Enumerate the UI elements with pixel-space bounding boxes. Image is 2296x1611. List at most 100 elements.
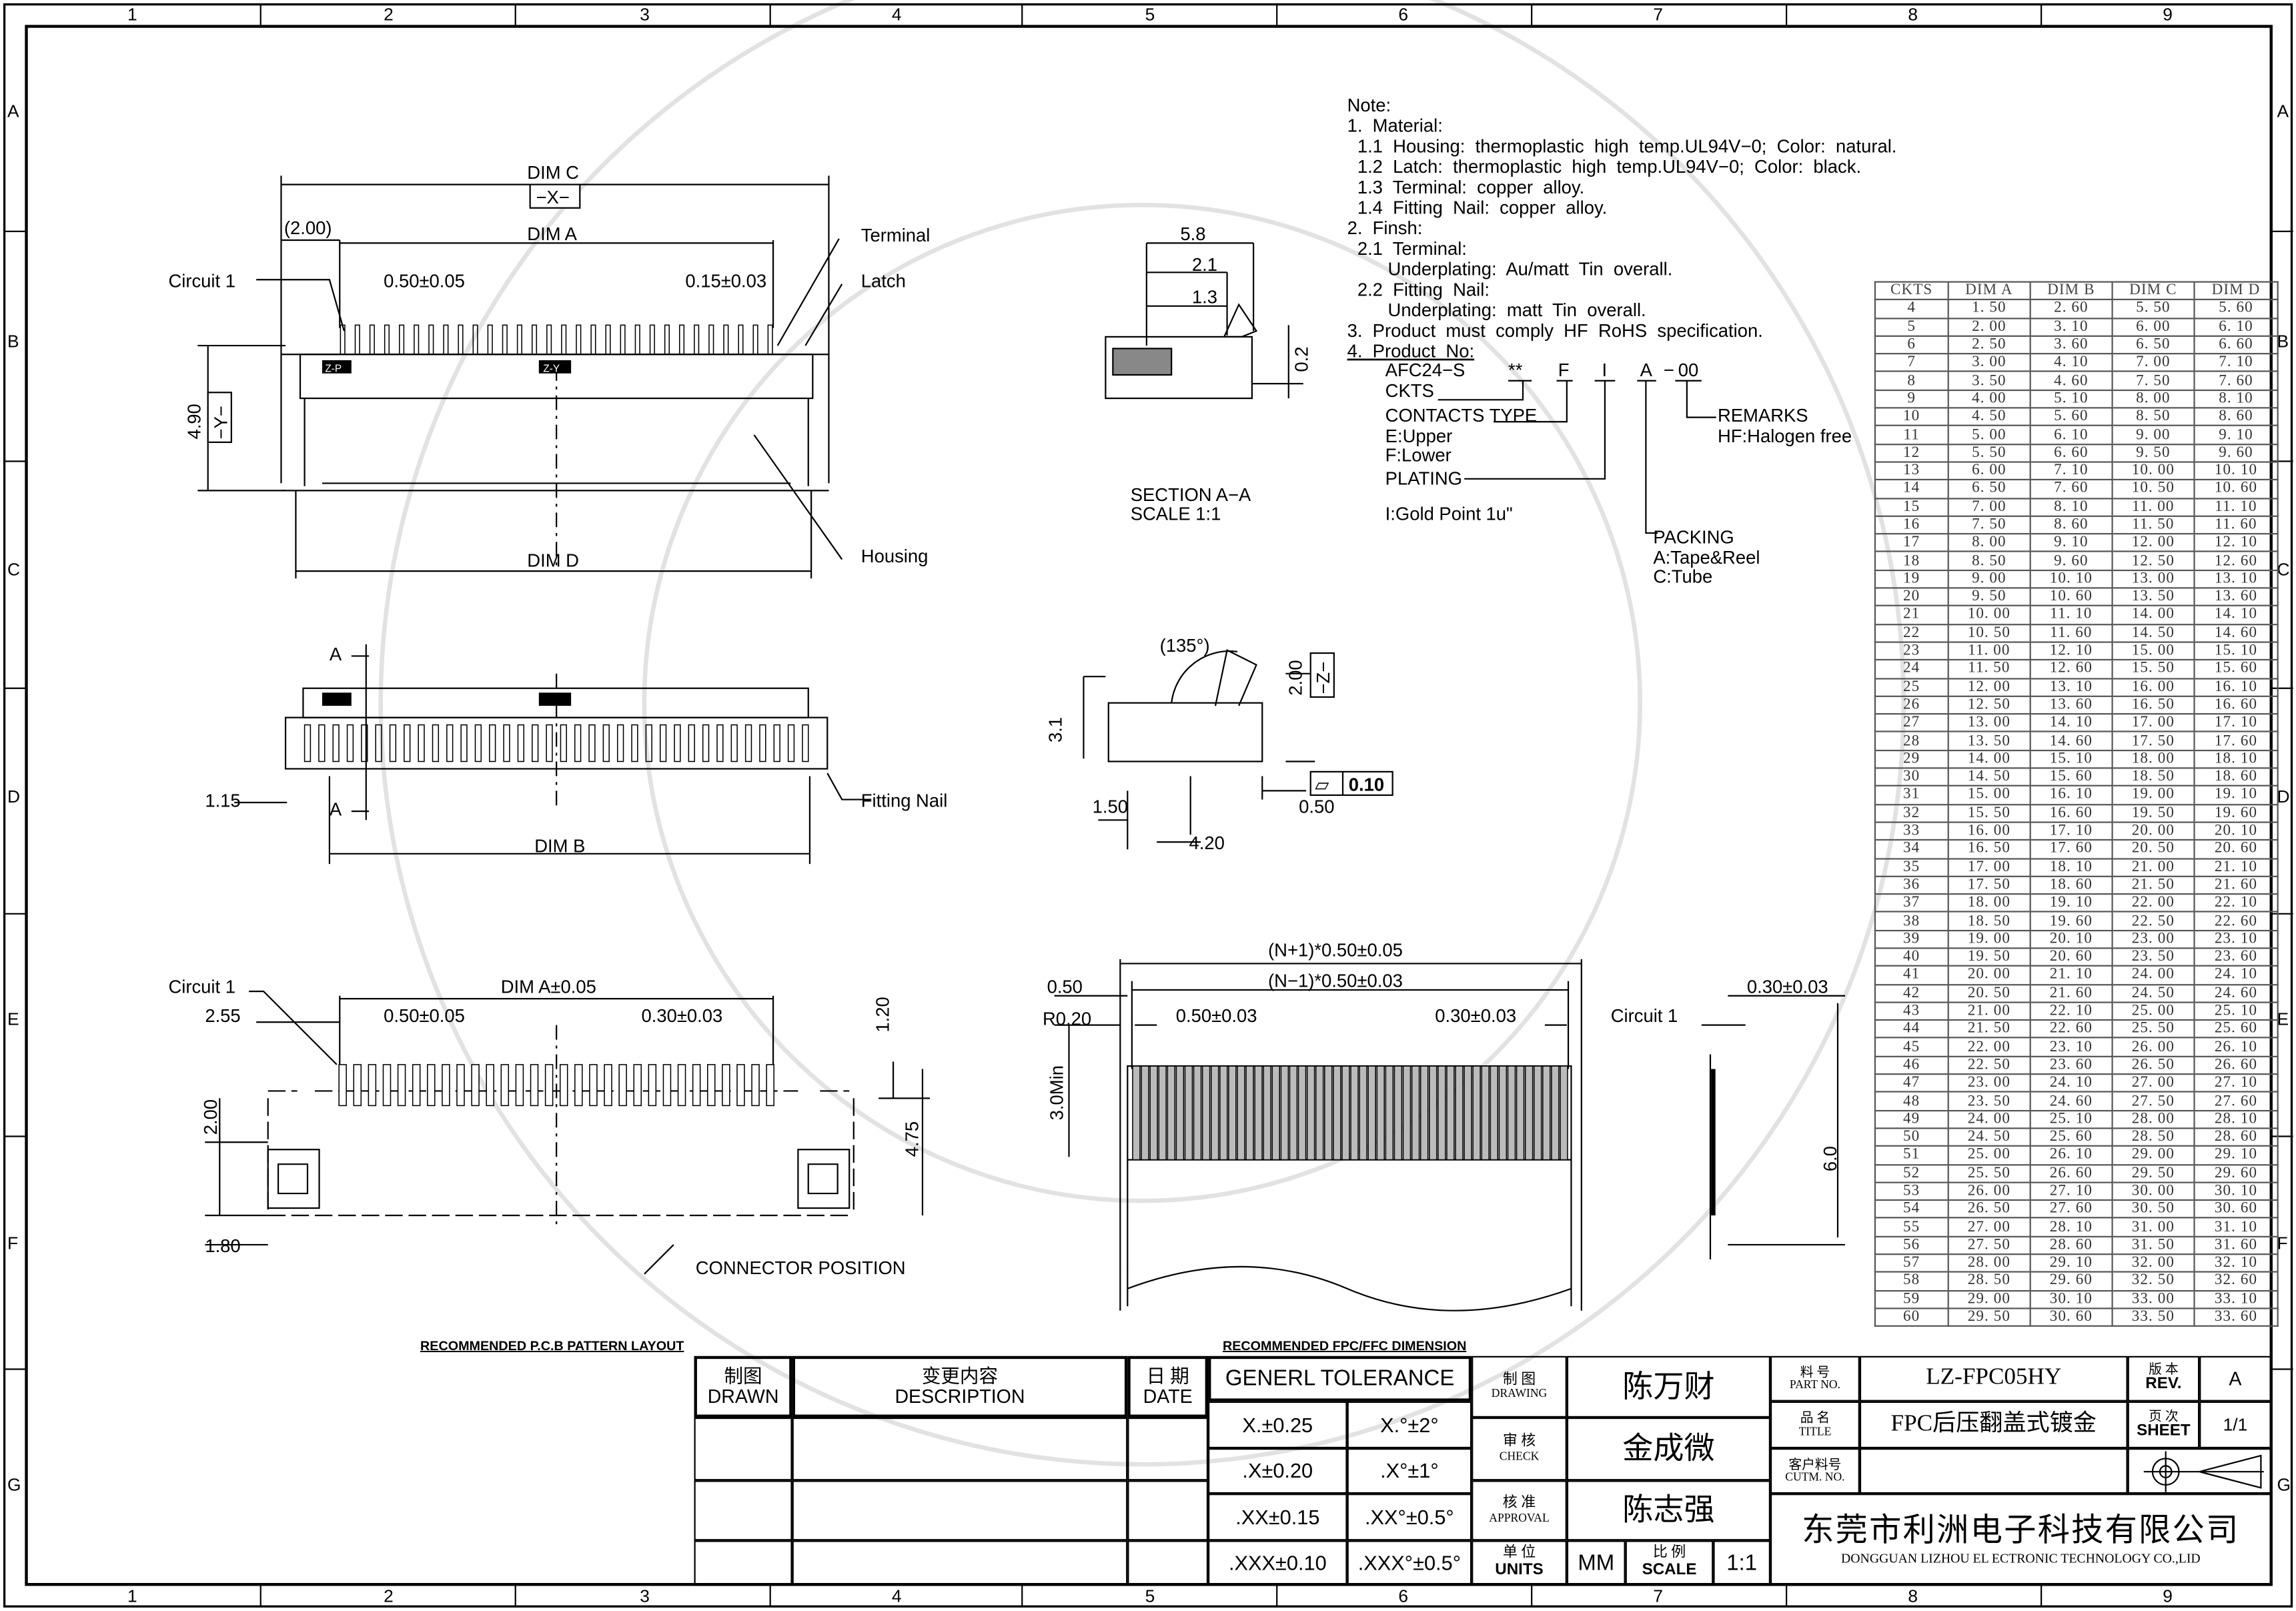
pcb-pad <box>618 1064 627 1107</box>
table-cell: 15. 50 <box>1947 803 2031 823</box>
table-cell: 6. 60 <box>2029 443 2113 463</box>
terminal-pin <box>375 724 382 762</box>
legend-packing: PACKING <box>1653 526 1734 547</box>
table-cell: 20. 60 <box>2029 947 2113 967</box>
table-cell: 20. 00 <box>1947 965 2031 985</box>
company-name-en: DONGGUAN LIZHOU EL ECTRONIC TECHNOLOGY C… <box>1841 1551 2201 1566</box>
terminal-pin <box>472 324 478 356</box>
table-cell: 50 <box>1874 1127 1949 1147</box>
pcb-pad <box>486 1064 494 1107</box>
table-cell: 20. 10 <box>2029 929 2113 949</box>
fpc-finger <box>1324 1065 1333 1161</box>
table-cell: 8. 50 <box>1947 551 2031 571</box>
fpc-finger <box>1333 1065 1341 1161</box>
date-label: DATE <box>1143 1385 1193 1408</box>
table-cell: 43 <box>1874 1001 1949 1021</box>
table-cell: 22. 00 <box>2111 893 2195 913</box>
table-cell: 33. 10 <box>2193 1289 2279 1309</box>
scale-value: 1:1 <box>1713 1540 1770 1586</box>
company-name-cn: 东莞市利洲电子科技有限公司 <box>1802 1511 2240 1548</box>
terminal-pin <box>773 724 780 762</box>
table-cell: 38 <box>1874 911 1949 931</box>
pcb-dim-1-80: 1.80 <box>205 1235 240 1256</box>
note-line: 4. Product No: <box>1347 341 1475 362</box>
table-cell: 12. 50 <box>2111 551 2195 571</box>
table-cell: 30. 10 <box>2193 1181 2279 1201</box>
table-cell: 16. 60 <box>2193 695 2279 715</box>
table-cell: 31. 60 <box>2193 1235 2279 1255</box>
table-cell: 10. 50 <box>1947 623 2031 643</box>
legend-packing-c: C:Tube <box>1653 566 1712 587</box>
table-header: DIM A <box>1947 281 2031 301</box>
terminal-pin <box>634 324 640 356</box>
revision-cell <box>694 1480 792 1541</box>
datum-y: −Y− <box>210 406 231 439</box>
table-cell: 44 <box>1874 1019 1949 1039</box>
table-cell: 25. 50 <box>1947 1163 2031 1183</box>
table-cell: 23. 00 <box>2111 929 2195 949</box>
terminal-pin <box>649 324 655 356</box>
fpc-finger <box>1490 1065 1499 1161</box>
legend-contacts-f: F:Lower <box>1385 444 1452 465</box>
table-cell: 11. 60 <box>2193 515 2279 535</box>
table-header: DIM C <box>2111 281 2195 301</box>
terminal-pin <box>605 324 611 356</box>
fpc-finger <box>1446 1065 1455 1161</box>
revision-cell <box>1127 1480 1209 1541</box>
table-cell: 29 <box>1874 749 1949 769</box>
table-cell: 11. 50 <box>1947 659 2031 679</box>
table-cell: 16. 50 <box>1947 839 2031 859</box>
terminal-pin <box>574 724 582 762</box>
zone-column-label: 8 <box>1908 1586 1918 1606</box>
customer-number <box>1859 1448 2128 1494</box>
table-cell: 6. 60 <box>2193 335 2279 355</box>
fpc-finger <box>1560 1065 1568 1161</box>
pcb-pad <box>604 1064 612 1107</box>
dim-c-label: DIM C <box>527 162 579 183</box>
table-cell: 4 <box>1874 299 1949 319</box>
table-cell: 13 <box>1874 461 1949 481</box>
section-view: 5.8 2.1 1.3 0.2 SECTION A−A SCALE 1:1 <box>1105 223 1311 524</box>
table-cell: 15. 00 <box>1947 785 2031 805</box>
flatness-icon: ⏥ <box>1315 774 1329 794</box>
part-label: PART NO. <box>1789 1378 1840 1392</box>
table-cell: 21. 60 <box>2029 983 2113 1003</box>
outer-border <box>3 3 2293 1608</box>
table-cell: 8. 60 <box>2193 407 2279 427</box>
table-cell: 30. 10 <box>2029 1289 2113 1309</box>
table-cell: 41 <box>1874 965 1949 985</box>
terminal-pin <box>787 724 795 762</box>
table-cell: 3. 10 <box>2029 317 2113 337</box>
notes-heading: Note: <box>1347 95 1391 115</box>
terminal-pin <box>723 324 729 356</box>
table-cell: 8 <box>1874 371 1949 391</box>
fpc-pitch: 0.50±0.03 <box>1176 1005 1257 1026</box>
table-cell: 9. 50 <box>1947 587 2031 607</box>
scale-label: SCALE <box>1642 1561 1697 1579</box>
table-cell: 28. 50 <box>2111 1127 2195 1147</box>
table-cell: 15. 10 <box>2193 641 2279 661</box>
table-cell: 23. 60 <box>2029 1055 2113 1075</box>
table-cell: 28. 10 <box>2193 1109 2279 1129</box>
table-cell: 59 <box>1874 1289 1949 1309</box>
table-cell: 28. 10 <box>2029 1217 2113 1237</box>
table-cell: 27. 50 <box>1947 1235 2031 1255</box>
table-cell: 3. 00 <box>1947 353 2031 373</box>
terminal-pin <box>446 724 454 762</box>
terminal-pin <box>346 724 354 762</box>
tolerance-linear: .X±0.20 <box>1208 1448 1347 1494</box>
fpc-finger <box>1271 1065 1281 1161</box>
table-cell: 2. 50 <box>1947 335 2031 355</box>
